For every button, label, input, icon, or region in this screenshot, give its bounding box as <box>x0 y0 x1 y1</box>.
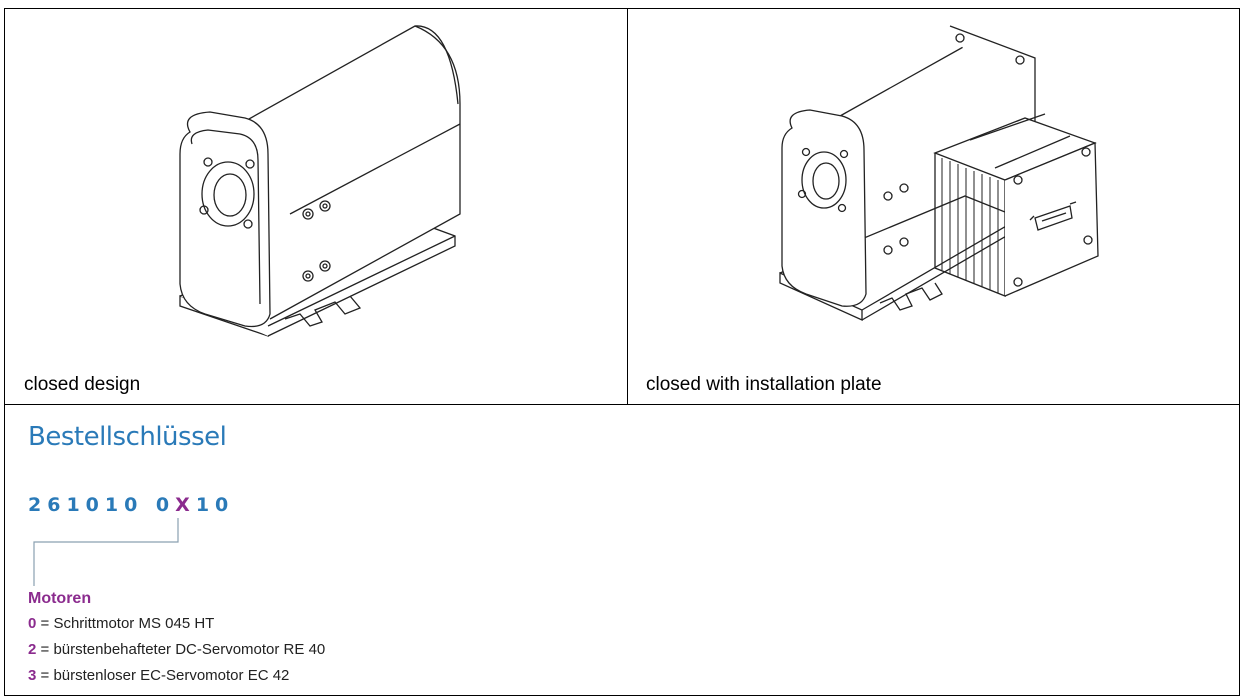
motor-installation-plate-drawing <box>779 25 1099 322</box>
caption-installation-plate: closed with installation plate <box>646 374 882 395</box>
column-divider <box>627 8 628 405</box>
motoren-heading: Motoren <box>28 590 92 607</box>
table-frame <box>4 8 1240 696</box>
motor-closed-drawing <box>179 25 461 337</box>
option-item: 2 = bürstenbehafteter DC-Servomotor RE 4… <box>28 641 326 658</box>
row-divider <box>4 404 1240 405</box>
order-code-suffix: 10 <box>195 494 235 516</box>
order-key-title: Bestellschlüssel <box>28 422 227 452</box>
order-code-variable: X <box>175 494 196 516</box>
option-item: 0 = Schrittmotor MS 045 HT <box>28 615 215 632</box>
caption-closed-design: closed design <box>24 374 141 395</box>
order-code: 261010 0X10 <box>28 494 234 516</box>
option-item: 3 = bürstenloser EC-Servomotor EC 42 <box>28 667 290 684</box>
order-code-prefix: 261010 0 <box>28 494 176 516</box>
code-connector-line <box>33 518 179 586</box>
